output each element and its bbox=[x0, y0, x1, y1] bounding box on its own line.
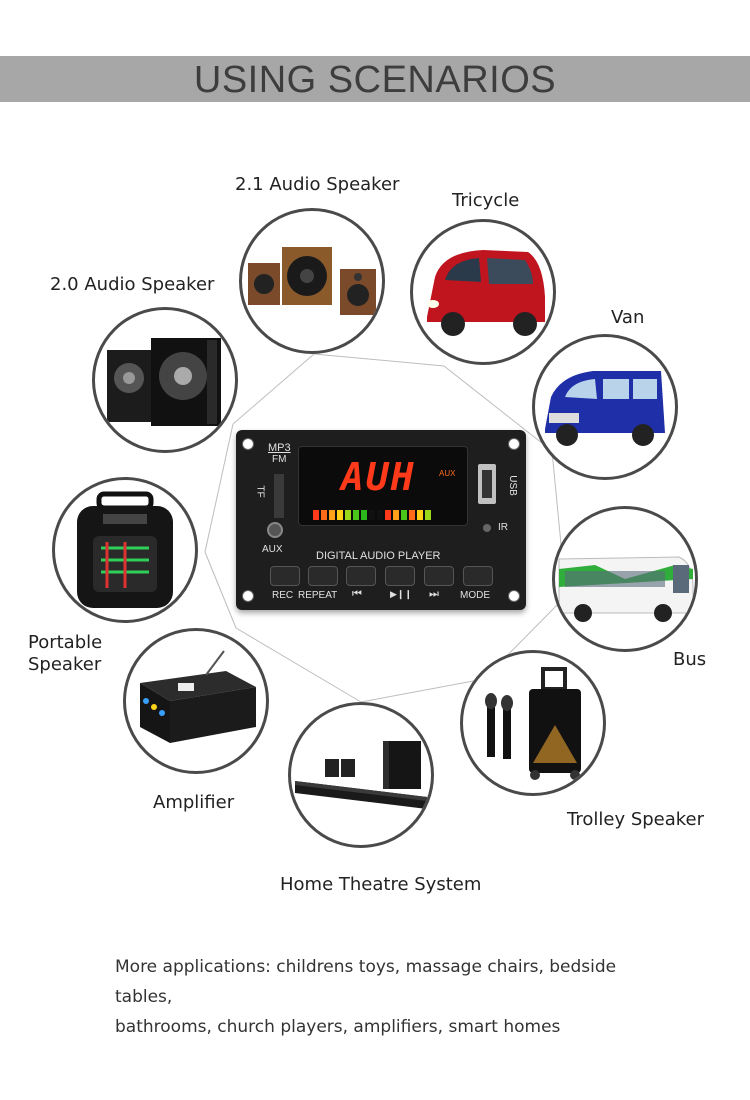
label-van: Van bbox=[611, 307, 645, 328]
page-title: USING SCENARIOS bbox=[193, 59, 557, 101]
label-amplifier: Amplifier bbox=[153, 792, 235, 813]
mount-hole bbox=[508, 438, 520, 450]
mount-hole bbox=[508, 590, 520, 602]
prev-button[interactable] bbox=[346, 566, 376, 586]
display-aux-indicator: AUX bbox=[439, 469, 456, 478]
next-button[interactable] bbox=[424, 566, 454, 586]
image-trolley-speaker bbox=[460, 650, 606, 796]
mp3-label: MP3 bbox=[268, 442, 291, 454]
usb-port bbox=[478, 464, 496, 504]
play-pause-icon: ▶❙❙ bbox=[390, 589, 413, 599]
more-applications-text: More applications: childrens toys, massa… bbox=[115, 952, 675, 1042]
rec-label: REC bbox=[272, 590, 294, 601]
label-home-theatre-system: Home Theatre System bbox=[280, 874, 482, 895]
rec-button[interactable] bbox=[270, 566, 300, 586]
player-label: DIGITAL AUDIO PLAYER bbox=[316, 550, 441, 562]
next-icon: ⏭ bbox=[429, 588, 439, 600]
display-readout: AUH bbox=[341, 455, 416, 499]
play-pause-button[interactable] bbox=[385, 566, 415, 586]
ir-label: IR bbox=[498, 522, 508, 533]
mount-hole bbox=[242, 438, 254, 450]
label-portable-speaker: Portable Speaker bbox=[28, 632, 103, 675]
label-tricycle: Tricycle bbox=[452, 190, 520, 211]
label-trolley-speaker: Trolley Speaker bbox=[567, 809, 705, 830]
spectrum-bars bbox=[313, 507, 453, 520]
label-2-0-audio-speaker: 2.0 Audio Speaker bbox=[50, 274, 215, 295]
image-tricycle bbox=[410, 219, 556, 365]
repeat-label: REPEAT bbox=[298, 590, 338, 601]
prev-icon: ⏮ bbox=[352, 588, 362, 600]
image-portable-speaker bbox=[52, 477, 198, 623]
tf-label: TF bbox=[254, 485, 266, 498]
aux-label: AUX bbox=[262, 544, 283, 555]
image-2-1-audio-speaker bbox=[239, 208, 385, 354]
footer-line-2: bathrooms, church players, amplifiers, s… bbox=[115, 1017, 561, 1037]
usb-label: USB bbox=[506, 475, 518, 496]
mode-button[interactable] bbox=[463, 566, 493, 586]
tf-card-slot bbox=[274, 474, 284, 518]
fm-label: FM bbox=[272, 454, 287, 465]
mount-hole bbox=[242, 590, 254, 602]
aux-jack bbox=[267, 522, 283, 538]
image-2-0-audio-speaker bbox=[92, 307, 238, 453]
image-amplifier bbox=[123, 628, 269, 774]
mp3-decoder-board: MP3 FM TF AUX AUH AUX USB IR DIGITAL AUD… bbox=[236, 430, 526, 610]
repeat-button[interactable] bbox=[308, 566, 338, 586]
ir-sensor bbox=[483, 524, 491, 532]
led-display: AUH AUX bbox=[298, 446, 468, 526]
mode-label: MODE bbox=[460, 590, 490, 601]
label-bus: Bus bbox=[673, 649, 707, 670]
title-banner: USING SCENARIOS bbox=[0, 56, 750, 102]
image-van bbox=[532, 334, 678, 480]
image-bus bbox=[552, 506, 698, 652]
label-2-1-audio-speaker: 2.1 Audio Speaker bbox=[235, 174, 400, 195]
image-home-theatre-system bbox=[288, 702, 434, 848]
footer-line-1: More applications: childrens toys, massa… bbox=[115, 957, 617, 1007]
